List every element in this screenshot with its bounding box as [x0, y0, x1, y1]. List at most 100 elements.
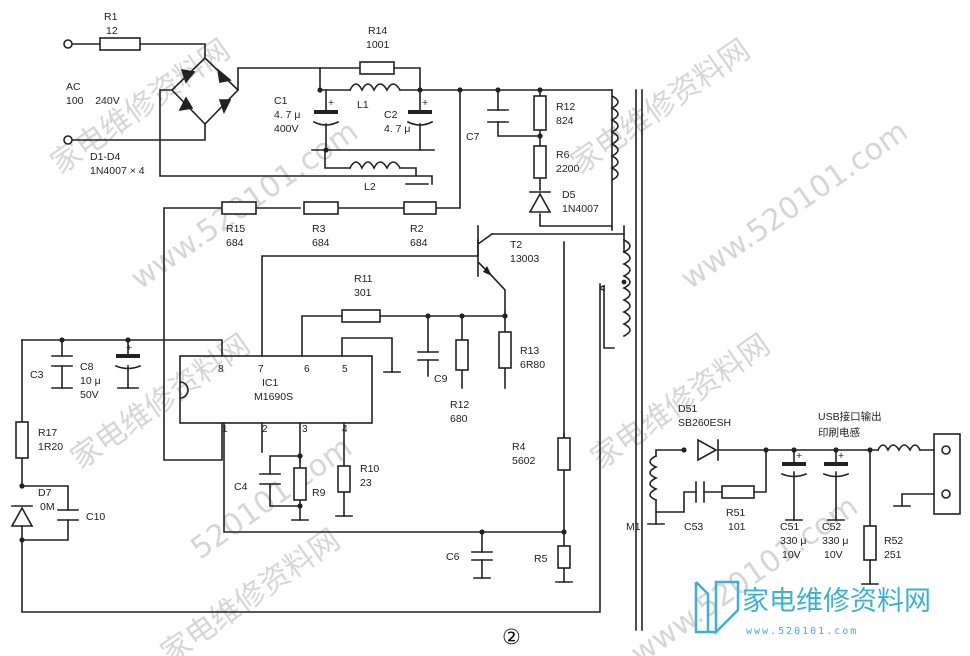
label-c8-value: 10 μ [80, 375, 101, 387]
label-d5: D5 [562, 189, 576, 201]
label-c52: C52 [822, 521, 841, 533]
resistor-r14 [359, 61, 395, 75]
label-r5: R5 [534, 553, 548, 565]
diode-d5 [528, 191, 552, 213]
label-d5-value: 1N4007 [562, 203, 599, 215]
label-r2: R2 [410, 223, 424, 235]
label-r12-824: R12 [556, 101, 575, 113]
label-r12-680: R12 [450, 399, 469, 411]
site-logo[interactable]: 家电维修资料网 www.520101.com [694, 580, 931, 637]
label-c6: C6 [446, 551, 460, 563]
label-c1-voltage: 400V [274, 123, 299, 135]
label-r51: R51 [726, 507, 745, 519]
label-r12-680-value: 680 [450, 413, 468, 425]
capacitor-c8: + [114, 342, 142, 370]
label-l2: L2 [364, 181, 376, 193]
resistor-r1 [99, 37, 141, 51]
label-ic1: IC1 [262, 377, 279, 389]
transformer-secondary [649, 454, 658, 502]
svg-text:+: + [422, 97, 428, 109]
watermark-cn: 家电维修资料网 [585, 327, 777, 476]
capacitor-c52: + [822, 450, 850, 478]
watermark-cn: 家电维修资料网 [565, 32, 757, 181]
watermark-cn: 家电维修资料网 [155, 522, 347, 656]
capacitor-c1: + [312, 97, 340, 126]
capacitor-c51: + [780, 450, 808, 478]
transformer-tap [599, 285, 605, 291]
watermarks: 家电维修资料网 家电维修资料网 www.520101.com www.52010… [45, 32, 915, 656]
label-r13: R13 [520, 345, 539, 357]
label-c8-voltage: 50V [80, 389, 99, 401]
label-r17: R17 [38, 427, 57, 439]
resistor-r12-680 [455, 339, 469, 371]
label-d51: D51 [678, 403, 697, 415]
ic1-chip [179, 355, 373, 424]
label-c51-voltage: 10V [782, 549, 801, 561]
label-r1: R1 [104, 11, 118, 23]
resistor-r17 [15, 421, 29, 459]
label-c51-value: 330 μ [780, 535, 807, 547]
label-r13-value: 6R80 [520, 359, 545, 371]
label-r10: R10 [360, 463, 379, 475]
ic1-pin-2: 2 [262, 424, 268, 435]
resistor-r12-824 [533, 95, 547, 131]
diode-d51 [697, 438, 719, 462]
svg-text:+: + [838, 450, 844, 462]
usb-connector[interactable] [933, 433, 961, 515]
resistor-r5 [557, 545, 571, 569]
ic1-pin-8: 8 [218, 364, 224, 375]
label-t2-value: 13003 [510, 253, 539, 265]
label-d7-value: 0M [40, 501, 55, 513]
label-r15-value: 684 [226, 237, 244, 249]
label-r3-value: 684 [312, 237, 330, 249]
capacitor-c10 [57, 509, 79, 521]
ac-terminal-2 [63, 135, 73, 145]
label-r52: R52 [884, 535, 903, 547]
label-c2: C2 [384, 109, 398, 121]
label-c1-value: 4. 7 μ [274, 109, 300, 121]
label-usb-output: USB接口输出 [818, 410, 882, 423]
svg-text:+: + [126, 342, 132, 354]
label-d51-value: SB260ESH [678, 417, 731, 429]
resistor-r15 [221, 201, 257, 215]
capacitor-c3 [51, 355, 73, 367]
bridge-rectifier [170, 56, 240, 126]
ic1-pin-7: 7 [258, 364, 264, 375]
logo-mark-icon [694, 580, 740, 636]
transformer-primary [610, 94, 619, 182]
label-r4: R4 [512, 441, 526, 453]
capacitor-c9 [417, 351, 439, 361]
label-r11: R11 [354, 273, 373, 285]
label-d7: D7 [38, 487, 52, 499]
diode-d7 [10, 505, 34, 527]
label-r11-value: 301 [354, 287, 372, 299]
label-c51: C51 [780, 521, 799, 533]
label-r9: R9 [312, 487, 326, 499]
svg-text:+: + [796, 450, 802, 462]
label-r12-824-value: 824 [556, 115, 574, 127]
label-ac: AC [66, 81, 81, 93]
logo-title: 家电维修资料网 [742, 586, 931, 617]
label-r14-value: 1001 [366, 39, 390, 51]
junction-dots [19, 87, 873, 543]
label-c4: C4 [234, 481, 248, 493]
ac-terminal-1 [63, 39, 73, 49]
capacitor-c2: + [406, 97, 434, 126]
label-c9: C9 [434, 373, 448, 385]
ic1-pin-6: 6 [304, 364, 310, 375]
label-r1-value: 12 [106, 25, 118, 37]
label-printed-inductor: 印刷电感 [818, 426, 860, 439]
transformer-feedback [622, 238, 631, 338]
label-c53: C53 [684, 521, 703, 533]
transistor-t2 [476, 225, 494, 278]
ic1-pin-3: 3 [302, 424, 308, 435]
capacitor-c6 [471, 551, 493, 561]
label-c8: C8 [80, 361, 94, 373]
figure-number: ② [502, 625, 521, 649]
capacitor-c4 [259, 473, 281, 485]
resistor-r52 [863, 525, 877, 561]
label-r52-value: 251 [884, 549, 902, 561]
ic1-pin-4: 4 [342, 424, 348, 435]
logo-subtitle: www.520101.com [746, 626, 858, 637]
